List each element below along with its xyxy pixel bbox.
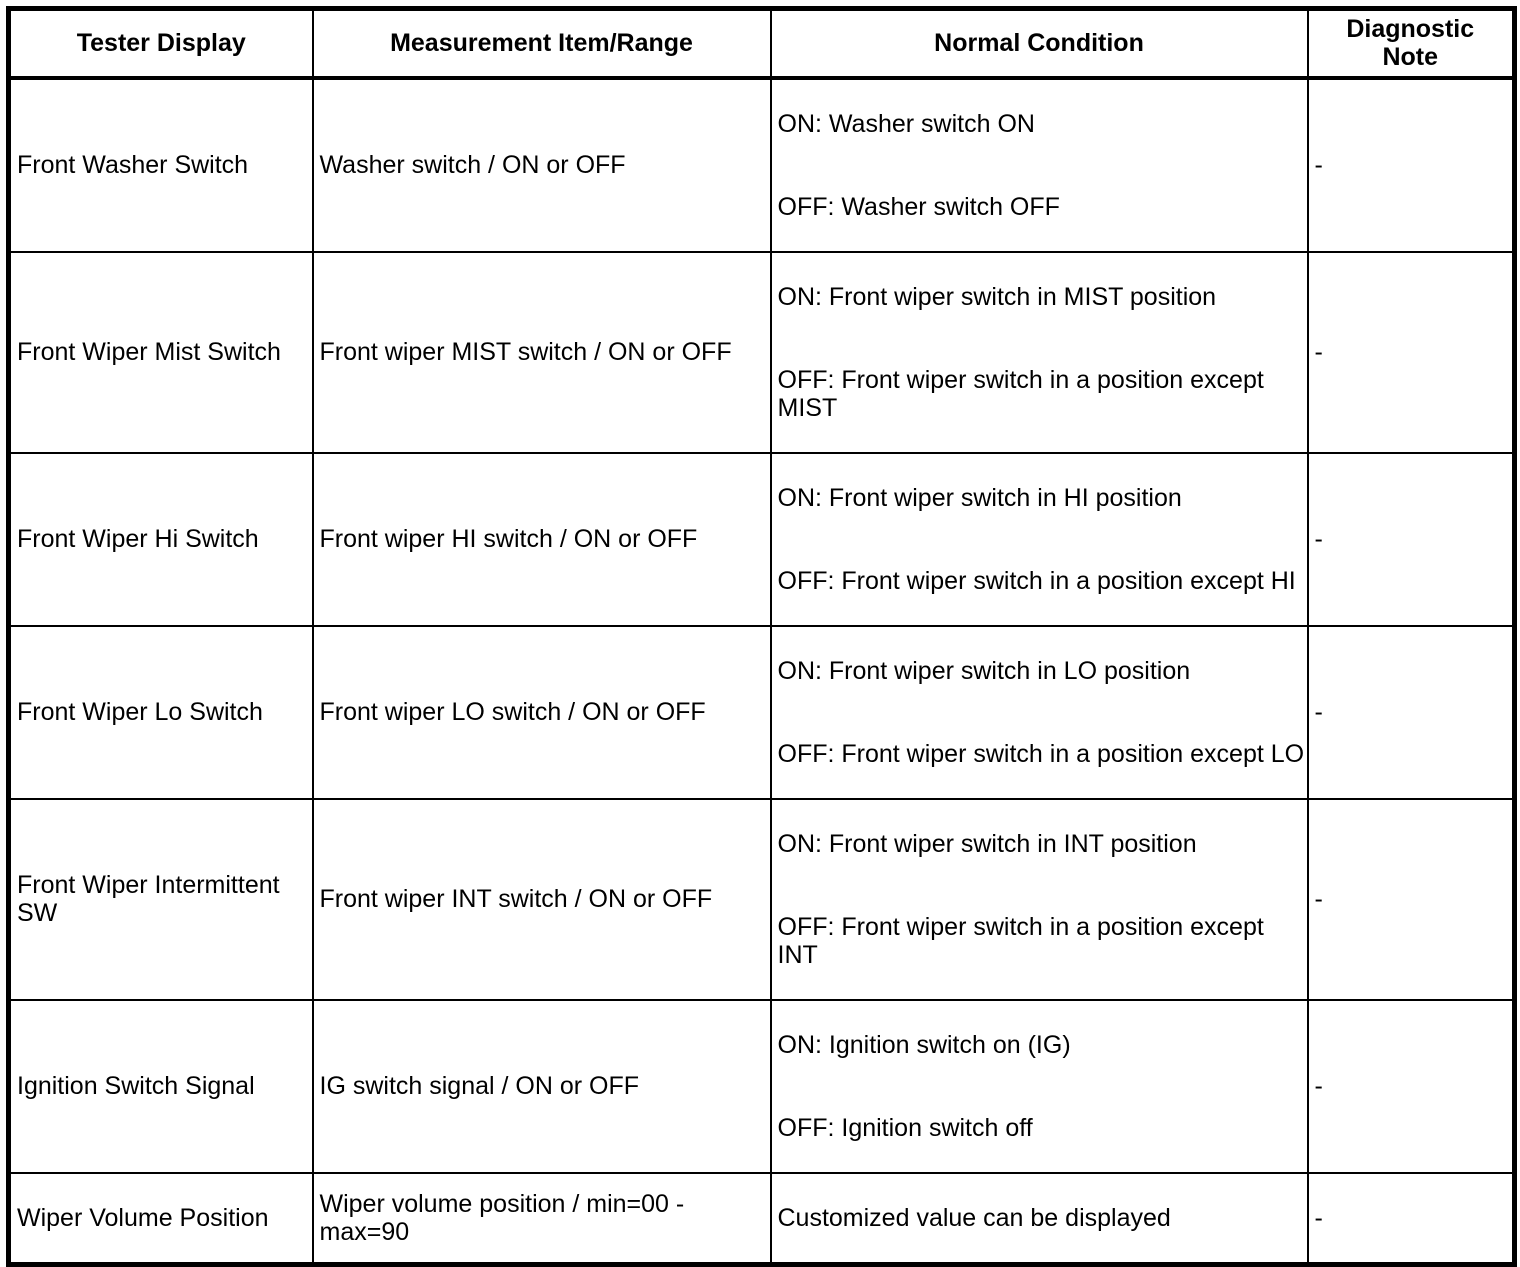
cell-tester-display: Wiper Volume Position	[7, 1171, 314, 1265]
table-row: Front Washer Switch Washer switch / ON o…	[7, 76, 1516, 253]
cell-normal-condition: ON: Ignition switch on (IG) OFF: Ignitio…	[769, 998, 1309, 1174]
cell-diagnostic-note: -	[1306, 624, 1516, 800]
cell-normal-condition: Customized value can be displayed	[769, 1171, 1309, 1265]
cell-diagnostic-note: -	[1306, 998, 1516, 1174]
cell-tester-display: Front Wiper Intermittent SW	[7, 797, 314, 1001]
cell-measurement-range: Front wiper LO switch / ON or OFF	[311, 624, 772, 800]
condition-line-on: ON: Front wiper switch in LO position	[777, 656, 1191, 685]
cell-diagnostic-note: -	[1306, 76, 1516, 253]
cell-diagnostic-note: -	[1306, 250, 1516, 454]
cell-normal-condition: ON: Front wiper switch in MIST position …	[769, 250, 1309, 454]
condition-line-off: OFF: Front wiper switch in a position ex…	[777, 739, 1305, 768]
header-row: Tester Display Measurement Item/Range No…	[7, 7, 1516, 80]
column-header-normal-condition: Normal Condition	[769, 7, 1309, 80]
condition-line-on: ON: Front wiper switch in INT position	[777, 829, 1197, 858]
condition-line-off: OFF: Front wiper switch in a position ex…	[777, 365, 1264, 422]
condition-line-off: OFF: Washer switch OFF	[777, 192, 1060, 221]
cell-tester-display: Ignition Switch Signal	[7, 998, 314, 1174]
condition-line-off: OFF: Front wiper switch in a position ex…	[777, 912, 1264, 969]
cell-measurement-range: Washer switch / ON or OFF	[311, 76, 772, 253]
cell-tester-display: Front Wiper Lo Switch	[7, 624, 314, 800]
cell-measurement-range: Front wiper HI switch / ON or OFF	[311, 451, 772, 627]
condition-line: Customized value can be displayed	[777, 1203, 1171, 1232]
cell-normal-condition: ON: Front wiper switch in INT position O…	[769, 797, 1309, 1001]
table-row: Ignition Switch Signal IG switch signal …	[7, 998, 1516, 1174]
condition-line-on: ON: Front wiper switch in MIST position	[777, 282, 1217, 311]
condition-line-on: ON: Ignition switch on (IG)	[777, 1030, 1071, 1059]
cell-tester-display: Front Wiper Mist Switch	[7, 250, 314, 454]
column-header-tester-display: Tester Display	[7, 7, 314, 80]
table-row: Front Wiper Intermittent SW Front wiper …	[7, 797, 1516, 1001]
condition-line-off: OFF: Ignition switch off	[777, 1113, 1033, 1142]
cell-measurement-range: IG switch signal / ON or OFF	[311, 998, 772, 1174]
cell-diagnostic-note: -	[1306, 797, 1516, 1001]
cell-measurement-range: Front wiper INT switch / ON or OFF	[311, 797, 772, 1001]
cell-normal-condition: ON: Front wiper switch in LO position OF…	[769, 624, 1309, 800]
table-row: Front Wiper Mist Switch Front wiper MIST…	[7, 250, 1516, 454]
condition-line-off: OFF: Front wiper switch in a position ex…	[777, 566, 1296, 595]
condition-line-on: ON: Front wiper switch in HI position	[777, 483, 1182, 512]
cell-diagnostic-note: -	[1306, 1171, 1516, 1265]
cell-tester-display: Front Washer Switch	[7, 76, 314, 253]
column-header-measurement-range: Measurement Item/Range	[311, 7, 772, 80]
document-page: Tester Display Measurement Item/Range No…	[6, 6, 1517, 1267]
cell-measurement-range: Front wiper MIST switch / ON or OFF	[311, 250, 772, 454]
diagnostic-data-table: Tester Display Measurement Item/Range No…	[6, 6, 1517, 1267]
column-header-diagnostic-note: Diagnostic Note	[1306, 7, 1516, 80]
cell-diagnostic-note: -	[1306, 451, 1516, 627]
table-row: Front Wiper Lo Switch Front wiper LO swi…	[7, 624, 1516, 800]
table-row: Wiper Volume Position Wiper volume posit…	[7, 1171, 1516, 1265]
table-row: Front Wiper Hi Switch Front wiper HI swi…	[7, 451, 1516, 627]
cell-tester-display: Front Wiper Hi Switch	[7, 451, 314, 627]
condition-line-on: ON: Washer switch ON	[777, 109, 1035, 138]
cell-measurement-range: Wiper volume position / min=00 - max=90	[311, 1171, 772, 1265]
cell-normal-condition: ON: Washer switch ON OFF: Washer switch …	[769, 76, 1309, 253]
cell-normal-condition: ON: Front wiper switch in HI position OF…	[769, 451, 1309, 627]
